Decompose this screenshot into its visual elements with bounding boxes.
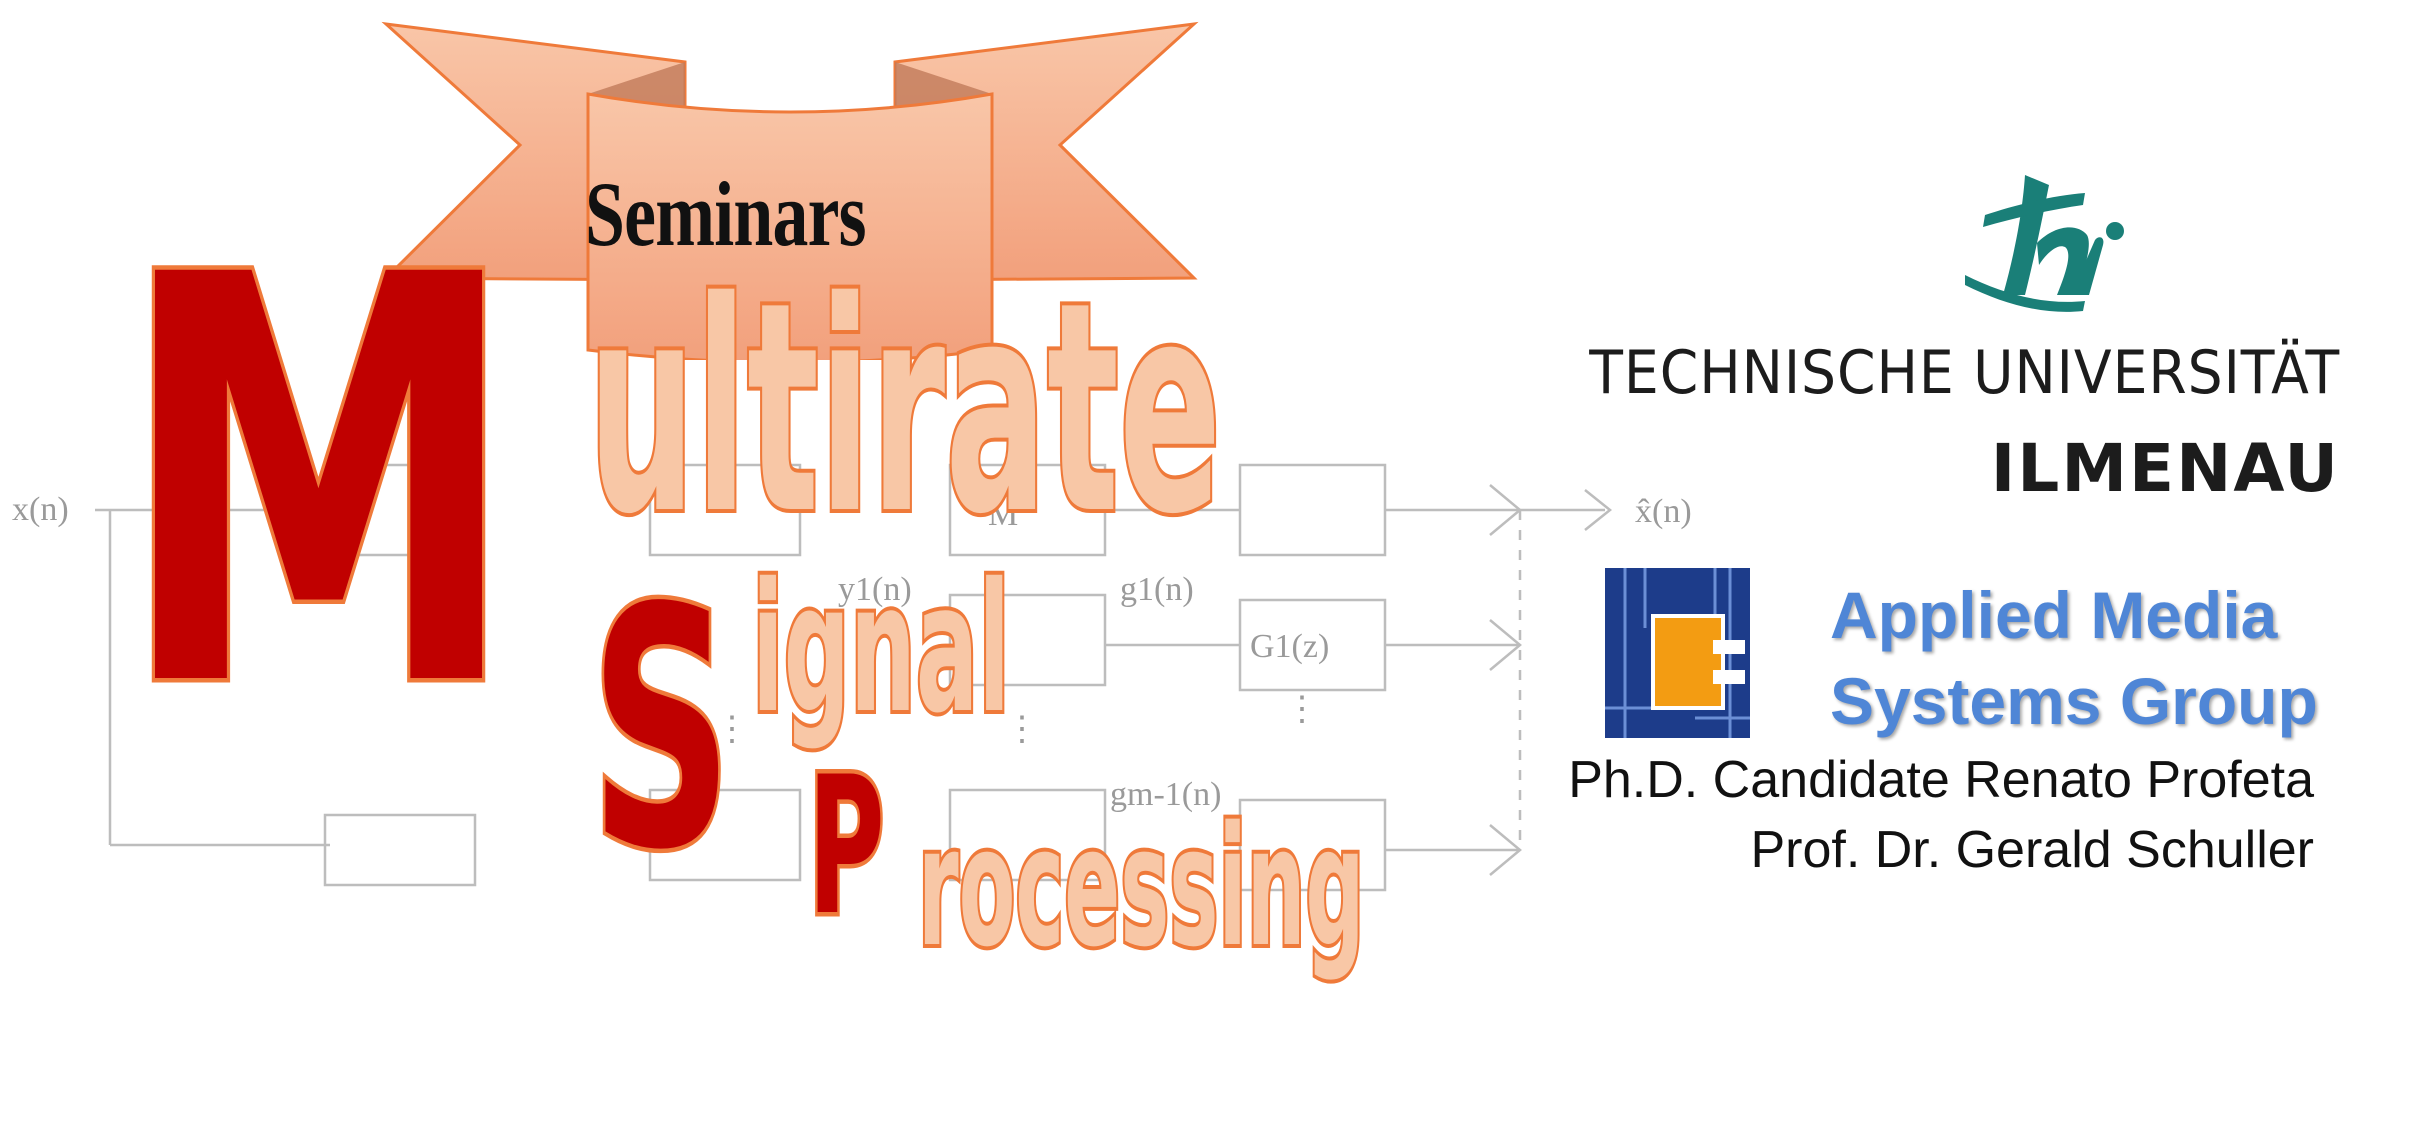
title-letter-p: P — [806, 736, 888, 957]
diagram-block — [648, 463, 802, 557]
diagram-G1-label: G1(z) — [1250, 628, 1329, 665]
diagram-m-label: M — [988, 496, 1018, 533]
university-name: TECHNISCHE UNIVERSITÄT — [1589, 338, 2340, 408]
diagram-g1-label: g1(n) — [1120, 571, 1194, 608]
diagram-dots: ⋮ — [715, 711, 749, 748]
title-letter-s: S — [587, 538, 735, 922]
diagram-block — [948, 788, 1107, 882]
diagram-block — [1238, 798, 1387, 892]
title-letter-m: M — [115, 159, 523, 811]
title-processing-rest: rocessing — [916, 791, 1367, 983]
diagram-block — [323, 463, 477, 557]
ams-group-logo-icon — [1605, 568, 1750, 738]
seminars-label: Seminars — [585, 163, 867, 265]
diagram-block — [948, 593, 1107, 687]
diagram-gm1-label: gm-1(n) — [1110, 776, 1221, 813]
ams-group-line-2: Systems Group — [1830, 663, 2318, 738]
diagram-input-label: x(n) — [12, 491, 69, 528]
diagram-dots: ⋮ — [1285, 691, 1319, 728]
ams-group-name: Applied Media Systems Group — [1830, 573, 2318, 745]
diagram-dots: ⋮ — [1005, 711, 1039, 748]
title-signal-rest: ignal — [750, 545, 1012, 752]
title-multirate-rest: ultirate — [586, 241, 1223, 578]
diagram-output-label: x̂(n) — [1635, 493, 1692, 530]
university-city: ILMENAU — [1990, 430, 2340, 507]
ams-group-line-1: Applied Media — [1830, 578, 2278, 652]
credit-professor: Prof. Dr. Gerald Schuller — [1750, 821, 2314, 879]
diagram-block — [648, 788, 802, 882]
diagram-block — [323, 813, 477, 887]
credit-candidate: Ph.D. Candidate Renato Profeta — [1568, 751, 2314, 809]
seminars-ribbon — [381, 21, 1199, 360]
diagram-y1-label: y1(n) — [838, 571, 912, 608]
tu-ilmenau-logo-icon — [1965, 175, 2124, 312]
